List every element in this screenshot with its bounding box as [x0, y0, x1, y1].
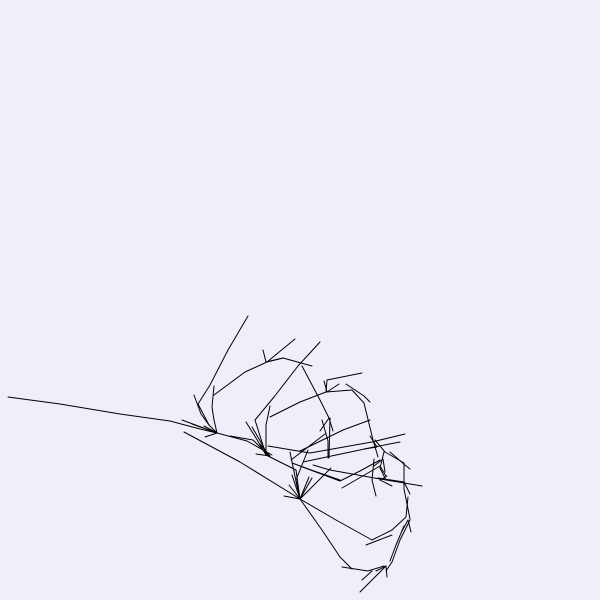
arrowhead	[255, 443, 271, 457]
stroke	[265, 454, 301, 500]
stroke	[266, 357, 313, 367]
arrowhead	[375, 565, 388, 578]
arrowhead	[379, 475, 393, 487]
stroke	[213, 361, 268, 396]
stroke	[183, 431, 301, 500]
stroke	[299, 459, 381, 482]
stroke	[328, 417, 331, 459]
stroke	[389, 525, 405, 562]
stroke	[193, 394, 210, 426]
stroke	[289, 451, 300, 497]
arrowhead	[373, 458, 386, 473]
stroke	[299, 498, 353, 570]
stroke	[197, 315, 249, 434]
stroke	[312, 464, 423, 487]
stroke	[341, 565, 385, 572]
arrowhead	[401, 519, 412, 533]
stroke	[299, 419, 371, 452]
stroke	[365, 534, 393, 546]
stroke	[245, 421, 267, 456]
stroke	[374, 439, 411, 520]
stroke	[371, 458, 377, 497]
stroke	[341, 465, 387, 489]
stroke	[301, 365, 331, 421]
stroke	[379, 451, 387, 481]
stroke	[377, 477, 411, 495]
stroke	[345, 383, 371, 403]
stroke	[265, 405, 271, 456]
stroke	[254, 341, 321, 456]
stroke	[359, 565, 387, 593]
stroke	[299, 467, 332, 500]
stroke	[299, 477, 313, 500]
stroke	[266, 338, 296, 363]
stroke	[251, 426, 268, 455]
stroke	[299, 496, 409, 541]
stroke	[7, 396, 218, 434]
stroke	[321, 419, 329, 459]
arrowhead	[363, 435, 378, 450]
stroke	[181, 419, 273, 456]
stroke	[361, 570, 373, 581]
stroke	[267, 433, 406, 454]
arrowhead	[323, 380, 340, 393]
stroke	[389, 451, 411, 470]
stroke	[385, 519, 411, 572]
arrowhead	[319, 417, 334, 432]
stroke	[211, 385, 218, 434]
